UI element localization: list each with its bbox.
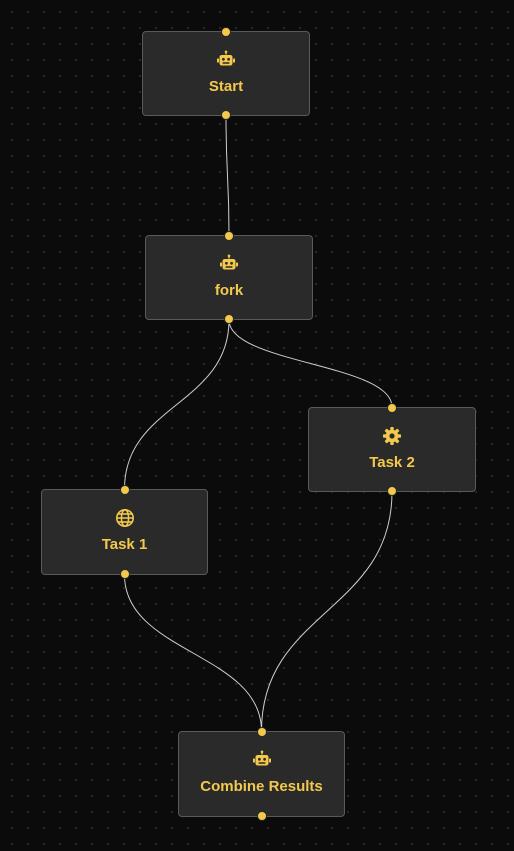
edge-start-to-fork[interactable] [225,115,230,236]
node-label: Task 2 [369,454,415,471]
edge-fork-to-task2[interactable] [228,319,393,408]
input-handle[interactable] [119,485,130,495]
node-label: Start [208,78,244,95]
node-combine-results[interactable]: Combine Results [178,727,345,821]
node-label: Task 1 [101,536,148,553]
input-handle[interactable] [387,403,397,413]
globe-icon [115,508,135,528]
node-task-1[interactable]: Task 1 [41,485,208,579]
edge-task1-to-combine[interactable] [124,574,262,732]
output-handle[interactable] [387,486,397,496]
output-handle[interactable] [224,314,234,324]
gear-icon [382,426,402,446]
node-label: Combine Results [200,778,323,795]
output-handle[interactable] [119,569,130,579]
edge-task2-to-combine[interactable] [261,491,393,732]
output-handle[interactable] [221,110,231,120]
node-label: fork [214,282,244,299]
input-handle[interactable] [256,727,267,737]
output-handle[interactable] [256,811,267,821]
input-handle[interactable] [221,27,231,37]
node-task-2[interactable]: Task 2 [308,403,476,496]
edge-fork-to-task1[interactable] [124,319,230,490]
input-handle[interactable] [224,231,234,241]
robot-icon [252,750,272,770]
robot-icon [219,254,239,274]
robot-icon [216,50,236,70]
node-fork[interactable]: fork [145,231,313,324]
node-start[interactable]: Start [142,27,310,120]
